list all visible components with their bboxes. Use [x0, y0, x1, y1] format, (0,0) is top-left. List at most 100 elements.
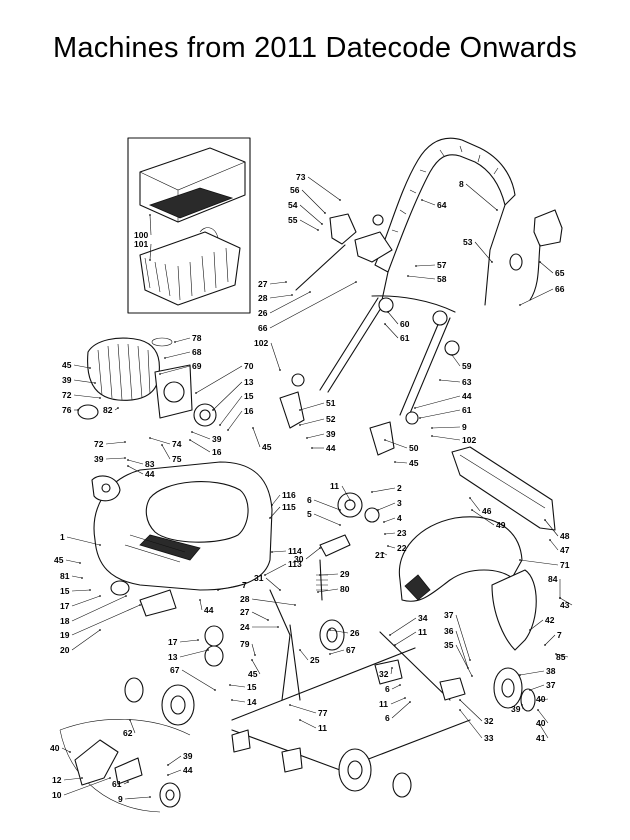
callout-leader	[252, 427, 261, 448]
callout-leader	[455, 644, 473, 677]
callout-anchor	[277, 626, 279, 628]
callout-anchor	[164, 357, 166, 359]
callout-label: 38	[546, 666, 556, 676]
callout-leader	[341, 485, 351, 501]
callout-anchor	[127, 781, 129, 783]
callout-label: 61	[112, 779, 122, 789]
callout-leader	[271, 550, 287, 553]
callout-leader	[549, 539, 559, 551]
callout-anchor	[384, 533, 386, 535]
callout-label: 27	[240, 607, 250, 617]
callout-label: 47	[560, 545, 570, 555]
callout-leader	[73, 394, 101, 399]
callout-label: 16	[244, 406, 254, 416]
callout-label: 40	[50, 743, 60, 753]
callout-leader	[384, 532, 396, 535]
callout-leader	[539, 724, 549, 739]
callout-label: 71	[560, 560, 570, 570]
callout-leader	[459, 709, 483, 739]
callout-label: 29	[340, 569, 350, 579]
callout-label: 72	[94, 439, 104, 449]
callout-leader	[313, 513, 341, 526]
callout-label: 100	[134, 230, 148, 240]
callout-anchor	[419, 417, 421, 419]
callout-anchor	[285, 281, 287, 283]
callout-anchor	[212, 409, 214, 411]
callout-anchor	[99, 595, 101, 597]
callout-label: 7	[242, 580, 247, 590]
callout-label: 45	[262, 442, 272, 452]
callout-label: 52	[326, 414, 336, 424]
callout-label: 39	[212, 434, 222, 444]
callout-anchor	[271, 504, 273, 506]
callout-leader	[390, 697, 406, 705]
callout-anchor	[217, 589, 219, 591]
callout-leader	[371, 487, 396, 493]
callout-anchor	[109, 777, 111, 779]
callout-leader	[377, 502, 396, 511]
grass-box-inset	[127, 137, 251, 314]
callout-label: 21	[375, 550, 385, 560]
callout-anchor	[549, 539, 551, 541]
callout-anchor	[299, 649, 301, 651]
callout-label: 45	[248, 669, 258, 679]
callout-label: 102	[254, 338, 268, 348]
callout-leader	[555, 653, 569, 658]
callout-leader	[269, 281, 357, 329]
callout-anchor	[321, 223, 323, 225]
callout-leader	[544, 519, 559, 537]
callout-anchor	[349, 499, 351, 501]
callout-leader	[179, 639, 199, 643]
callout-label: 13	[244, 377, 254, 387]
callout-anchor	[471, 675, 473, 677]
callout-label: 45	[409, 458, 419, 468]
callout-leader	[271, 494, 281, 506]
callout-anchor	[127, 459, 129, 461]
callout-label: 26	[350, 628, 360, 638]
callout-label: 17	[168, 637, 178, 647]
callout-label: 114	[288, 546, 302, 556]
callout-anchor	[199, 599, 201, 601]
callout-anchor	[306, 437, 308, 439]
callout-anchor	[491, 261, 493, 263]
callout-label: 6	[307, 495, 312, 505]
callout-anchor	[529, 629, 531, 631]
callout-anchor	[81, 577, 83, 579]
callout-leader	[329, 649, 345, 655]
callout-label: 64	[437, 200, 447, 210]
callout-leader	[299, 402, 325, 411]
callout-leader	[229, 684, 246, 688]
callout-label: 81	[60, 571, 70, 581]
callout-leader	[270, 342, 281, 371]
callout-leader	[394, 631, 417, 646]
callout-label: 32	[484, 716, 494, 726]
callout-anchor	[124, 457, 126, 459]
callout-leader	[301, 189, 326, 214]
callout-anchor	[539, 261, 541, 263]
callout-leader	[105, 441, 126, 445]
callout-label: 84	[548, 574, 558, 584]
callout-anchor	[537, 709, 539, 711]
callout-label: 28	[258, 293, 268, 303]
height-adjust	[269, 492, 380, 701]
callout-leader	[421, 199, 436, 206]
callout-leader	[63, 777, 83, 781]
callout-label: 23	[397, 528, 407, 538]
callout-label: 33	[484, 733, 494, 743]
callout-leader	[167, 769, 182, 776]
wheels-axles	[124, 619, 536, 798]
callout-leader	[269, 506, 281, 519]
callout-leader	[313, 499, 341, 511]
callout-leader	[264, 563, 287, 576]
callout-anchor	[81, 777, 83, 779]
callout-leader	[519, 670, 545, 676]
callout-label: 32	[379, 669, 389, 679]
callout-leader	[539, 261, 554, 274]
callout-anchor	[149, 214, 151, 216]
callout-anchor	[271, 551, 273, 553]
callout-leader	[63, 777, 111, 796]
control-levers	[295, 209, 563, 301]
callout-label: 44	[204, 605, 214, 615]
